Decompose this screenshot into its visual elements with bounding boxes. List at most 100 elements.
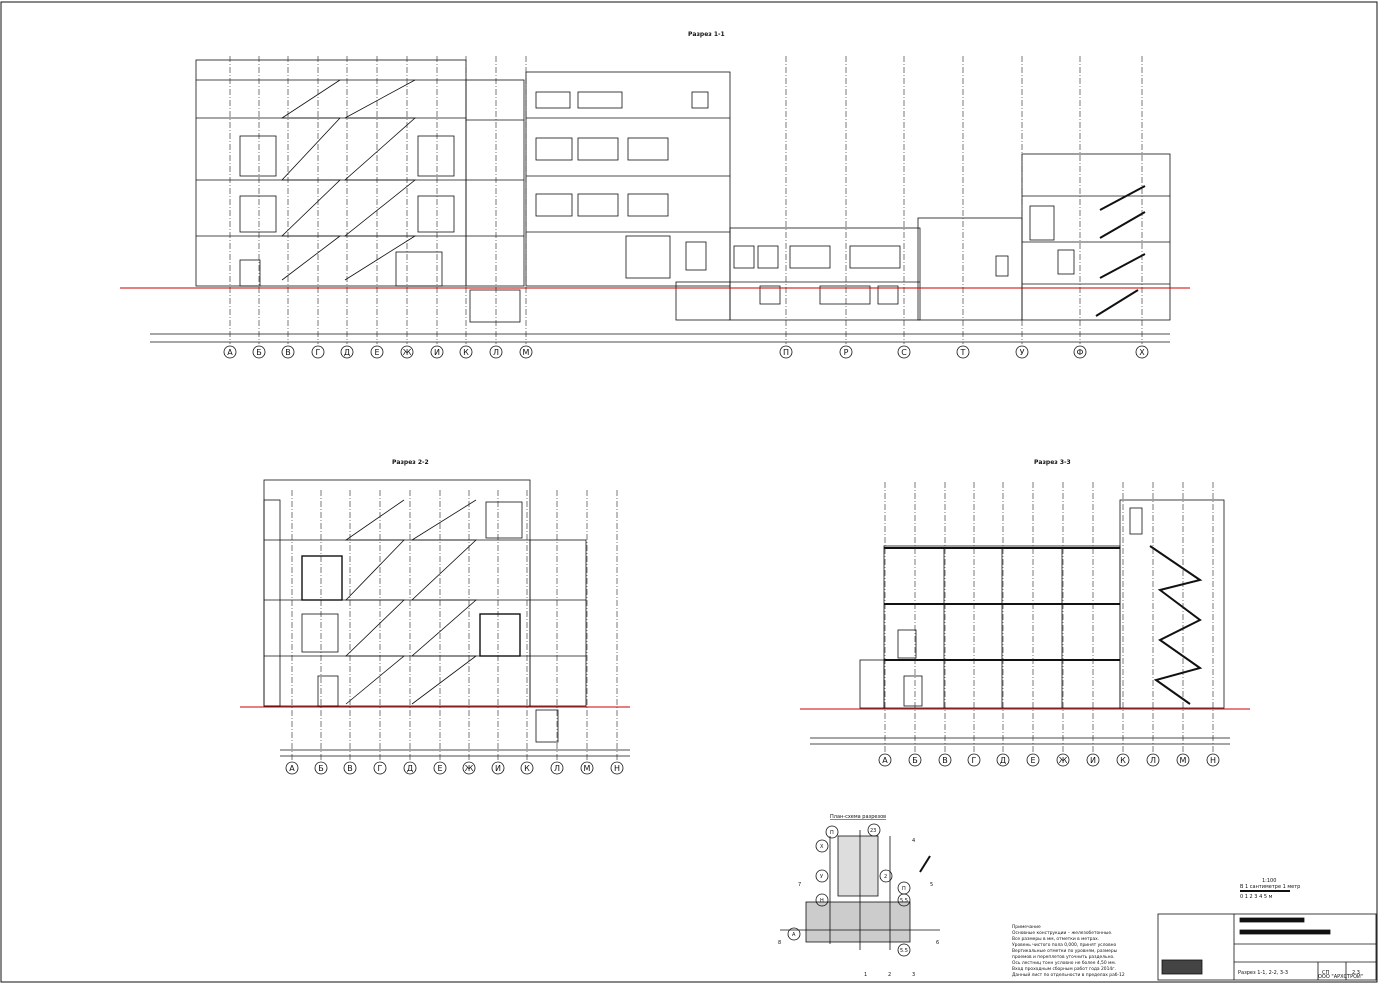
section_1-axis-label: Х	[1139, 348, 1145, 357]
note-line: Вертикальные отметки по уровням, размеры	[1012, 948, 1118, 954]
key-plan-cut-2: 2	[888, 972, 891, 978]
section_1-axis-label: Б	[256, 348, 262, 357]
key-plan-axis-6: П	[902, 886, 906, 892]
section_2-axis-label: Б	[318, 764, 324, 773]
section_3-axis-bubble	[1176, 753, 1190, 767]
key-plan-axis-3: Х	[820, 844, 824, 850]
section_2-axis-label: Е	[437, 764, 442, 773]
section_1-axis-bubble	[519, 345, 533, 359]
title-block-text: Разрез 1-1, 2-2, 3-3 СП 2.3 ООО "АРХСТРО…	[1238, 970, 1363, 980]
section_2-axis-label: Ж	[465, 764, 474, 773]
section_1-axis-bubble	[1073, 345, 1087, 359]
section_2-axis-bubble	[373, 761, 387, 775]
section_2-axis-label: М	[584, 764, 591, 773]
section_2-axis-label: А	[289, 764, 295, 773]
section_1-axis-bubble	[779, 345, 793, 359]
note-line: Данный лист по отдельности в пределах ра…	[1012, 971, 1125, 978]
scale-text: В 1 сантиметре 1 метр	[1240, 884, 1300, 890]
section_1-axis-label: Л	[493, 348, 499, 357]
key-plan-axis-9: А	[792, 932, 796, 938]
section_1-axis-label: И	[434, 348, 440, 357]
key-plan-cut-6: 6	[936, 940, 939, 946]
section_2-axis-bubble	[610, 761, 624, 775]
title-block	[1157, 913, 1377, 981]
section_1-axis-bubble	[489, 345, 503, 359]
section_1-axis-label: Ф	[1077, 348, 1084, 357]
section_3-axis-bubble	[967, 753, 981, 767]
section-1-1-title: Разрез 1-1	[688, 31, 725, 38]
section_3-axis-bubble	[1116, 753, 1130, 767]
section-2-2: Разрез 2-2	[240, 459, 630, 757]
key-plan-title: План-схема разрезов	[830, 814, 886, 820]
section_1-axis-bubble	[1015, 345, 1029, 359]
section_1-axis-bubble	[956, 345, 970, 359]
section_3-axis-bubble	[1206, 753, 1220, 767]
section_1-axis-bubble	[370, 345, 384, 359]
key-plan-cut-4: 4	[912, 838, 915, 844]
title-block-sheet-name: Разрез 1-1, 2-2, 3-3	[1238, 970, 1288, 976]
section_3-axis-bubble	[996, 753, 1010, 767]
section_2-axis-label: Л	[554, 764, 560, 773]
key-plan: План-схема разрезов	[780, 814, 940, 957]
section_3-axis-bubble	[1146, 753, 1160, 767]
section_2-axis-bubble	[520, 761, 534, 775]
key-plan-axis-10: 5.5	[900, 948, 908, 954]
section_1-axis-label: В	[285, 348, 291, 357]
key-plan-axis-4: У	[820, 874, 823, 880]
key-plan-axis-7: Н	[820, 898, 824, 904]
key-plan-cut-1: 1	[864, 972, 867, 978]
section_3-axis-bubble	[1026, 753, 1040, 767]
section_3-axis-bubble	[1056, 753, 1070, 767]
section_1-axis-bubble	[400, 345, 414, 359]
section_2-axis-label: И	[495, 764, 501, 773]
section_1-axis-bubble	[252, 345, 266, 359]
section_1-axis-bubble	[459, 345, 473, 359]
section_1-axis-bubble	[1135, 345, 1149, 359]
key-plan-axis-1: П	[830, 830, 834, 836]
section_1-axis-label: Д	[344, 348, 350, 357]
note-line: Уровень чистого пола 0,000, принят услов…	[1012, 942, 1117, 948]
section_1-axis-label: М	[523, 348, 530, 357]
section_1-axis-bubble	[340, 345, 354, 359]
key-plan-axis-5: 2	[884, 874, 887, 880]
section_2-axis-bubble	[314, 761, 328, 775]
section_3-axis-label: Г	[972, 756, 977, 765]
section_3-axis-label: Ж	[1059, 756, 1068, 765]
section-2-2-title: Разрез 2-2	[392, 459, 429, 466]
section_2-axis-bubble	[580, 761, 594, 775]
section_3-axis-label: Д	[1000, 756, 1006, 765]
key-plan-axis-2: 23	[870, 828, 876, 834]
key-plan-cut-5: 5	[930, 882, 933, 888]
section_1-axis-label: Е	[374, 348, 379, 357]
key-plan-cut-3: 3	[912, 972, 915, 978]
section_2-axis-label: К	[524, 764, 530, 773]
key-plan-cut-7: 7	[798, 882, 801, 888]
section_3-axis-bubble	[938, 753, 952, 767]
note-line: Все размеры в мм, отметки в метрах.	[1012, 936, 1099, 942]
section_2-axis-bubble	[491, 761, 505, 775]
title-block-stage: СП	[1322, 970, 1329, 976]
section_3-axis-label: М	[1180, 756, 1187, 765]
key-plan-cut-8: 8	[778, 940, 781, 946]
section_2-axis-bubble	[462, 761, 476, 775]
section_2-axis-bubble	[343, 761, 357, 775]
key-plan-axis-8: 5.5	[900, 898, 908, 904]
scale-ticks: 0 1 2 3 4 5 м	[1240, 894, 1273, 900]
section_1-axis-bubble	[311, 345, 325, 359]
section_1-axis-label: Ж	[403, 348, 412, 357]
section_2-axis-label: Н	[614, 764, 620, 773]
section_1-axis-bubble	[897, 345, 911, 359]
section_1-axis-label: Р	[844, 348, 849, 357]
section_3-axis-label: Л	[1150, 756, 1156, 765]
section_1-axis-bubble	[223, 345, 237, 359]
section_3-axis-bubble	[908, 753, 922, 767]
key-plan-labels: П 23 Х У 2 П Н 5.5 А 5.5 1 2 3 4 5 6 7 8	[778, 828, 939, 978]
section_2-axis-label: Д	[407, 764, 413, 773]
section_3-axis-label: Н	[1210, 756, 1216, 765]
title-block-company: ООО "АРХСТРОЙ"	[1318, 973, 1363, 980]
section_1-axis-bubble	[430, 345, 444, 359]
note-line: Вход проходным сборным работ года 2014г.	[1012, 965, 1116, 972]
